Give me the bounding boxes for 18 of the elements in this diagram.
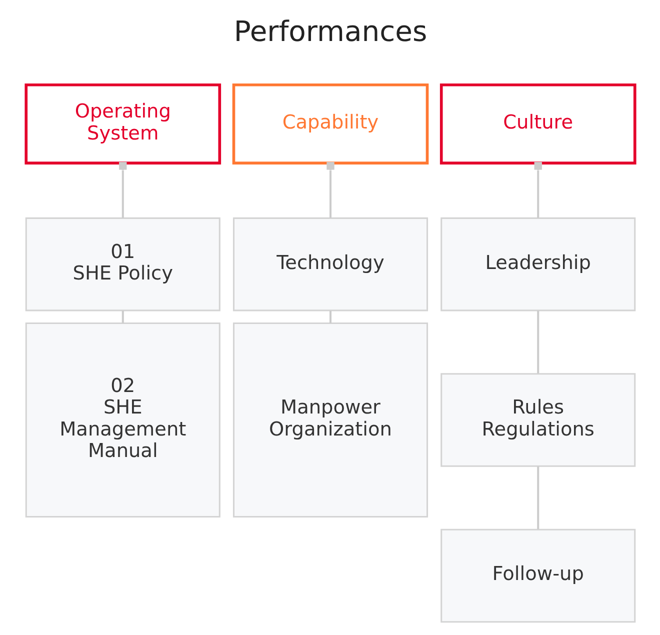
diagram-title: Performances <box>233 14 427 48</box>
connector <box>121 310 124 324</box>
node-box: Culture <box>439 83 636 164</box>
connector <box>118 162 126 218</box>
node-box: Operating System <box>24 83 221 164</box>
connector <box>536 466 539 530</box>
connector <box>534 162 542 218</box>
node-box: 01 SHE Policy <box>24 217 220 312</box>
node-box: Manpower Organization <box>232 322 428 518</box>
connector <box>328 310 332 324</box>
node-box: Follow-up <box>440 528 636 623</box>
node-box: 02 SHE Management Manual <box>24 322 220 518</box>
node-box: Capability <box>232 83 428 164</box>
node-box: Rules Regulations <box>440 373 636 467</box>
node-box: Technology <box>232 217 428 312</box>
connector <box>536 310 539 374</box>
connector <box>326 162 334 218</box>
node-box: Leadership <box>440 217 636 312</box>
